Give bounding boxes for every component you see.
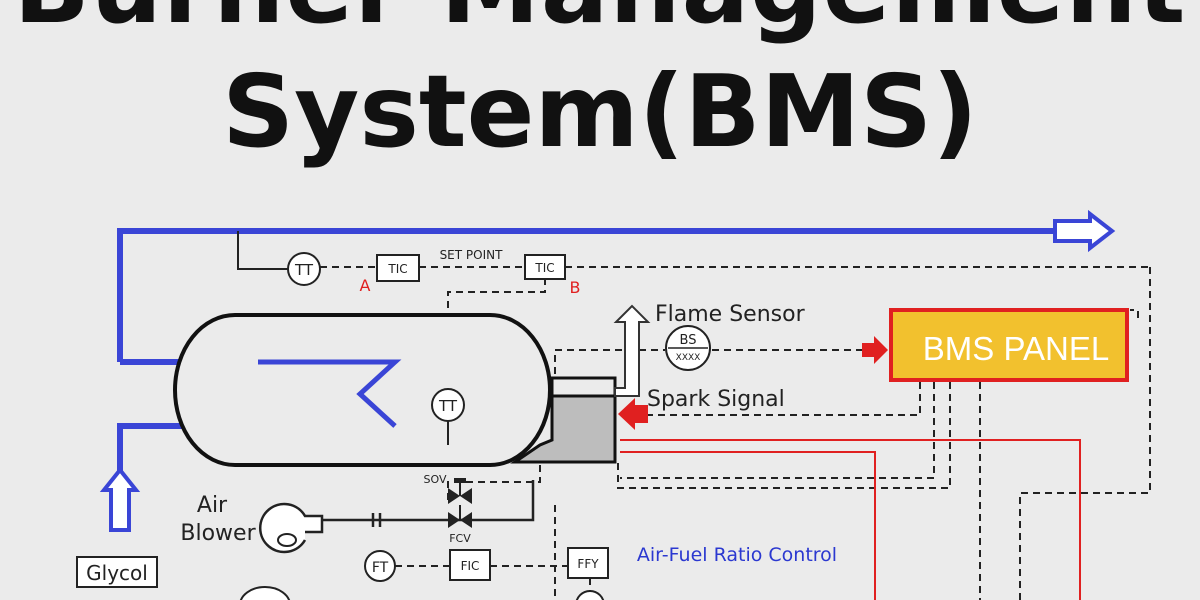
air-blower-symbol	[259, 502, 324, 554]
spark-arrow	[618, 398, 648, 430]
tic-a-label: TIC	[387, 262, 407, 276]
title-line-2: System(BMS)	[222, 53, 978, 170]
tic-b-box: TIC	[524, 254, 566, 280]
tt-feed-line	[237, 231, 288, 270]
signal-lines-dashed	[320, 266, 1151, 600]
glycol-label: Glycol	[86, 561, 148, 585]
bs-label: BS	[680, 333, 697, 348]
marker-a: A	[360, 276, 371, 295]
ffy-box: FFY	[567, 547, 609, 579]
ft-instrument: FT	[364, 550, 396, 582]
marker-b: B	[570, 278, 581, 297]
panel-input-arrow	[862, 336, 888, 364]
tt-mid-label: TT	[438, 397, 458, 415]
glycol-box: Glycol	[76, 556, 158, 588]
fuel-line	[322, 480, 535, 527]
set-point-label: SET POINT	[440, 248, 504, 262]
bms-panel-label: BMS PANEL	[923, 330, 1109, 367]
flow-arrow-out	[1053, 209, 1116, 253]
sov-label: SOV	[424, 473, 447, 486]
sov-valve	[448, 478, 472, 504]
bms-panel: BMS PANEL	[889, 308, 1129, 382]
tt-mid-instrument: TT	[431, 388, 465, 445]
fcv-valve	[448, 505, 472, 528]
fic-box: FIC	[449, 549, 491, 581]
bs-instrument: BS XXXX	[665, 325, 711, 371]
ft-label: FT	[372, 560, 389, 576]
boiler-vessel	[173, 313, 552, 467]
tic-a-box: TIC	[376, 254, 420, 282]
blower-label: Blower	[180, 521, 256, 546]
fic-label: FIC	[461, 559, 480, 573]
lower-partial-instruments	[239, 586, 605, 600]
tt-top-label: TT	[294, 261, 314, 279]
flame-sensor-pipe	[613, 304, 651, 397]
air-fuel-ratio-label: Air-Fuel Ratio Control	[637, 544, 837, 566]
tt-top-instrument: TT	[287, 252, 321, 286]
fcv-label: FCV	[449, 532, 471, 545]
spark-signal-label: Spark Signal	[647, 387, 785, 412]
ffy-label: FFY	[577, 557, 599, 571]
burner-box	[510, 376, 617, 464]
flame-sensor-label: Flame Sensor	[655, 302, 806, 327]
bs-sub-label: XXXX	[676, 353, 701, 363]
flow-arrow-glycol-in	[99, 466, 141, 532]
air-label: Air	[197, 493, 228, 518]
tic-b-label: TIC	[534, 261, 554, 275]
title-line-1: Burner Management	[0, 0, 1200, 38]
